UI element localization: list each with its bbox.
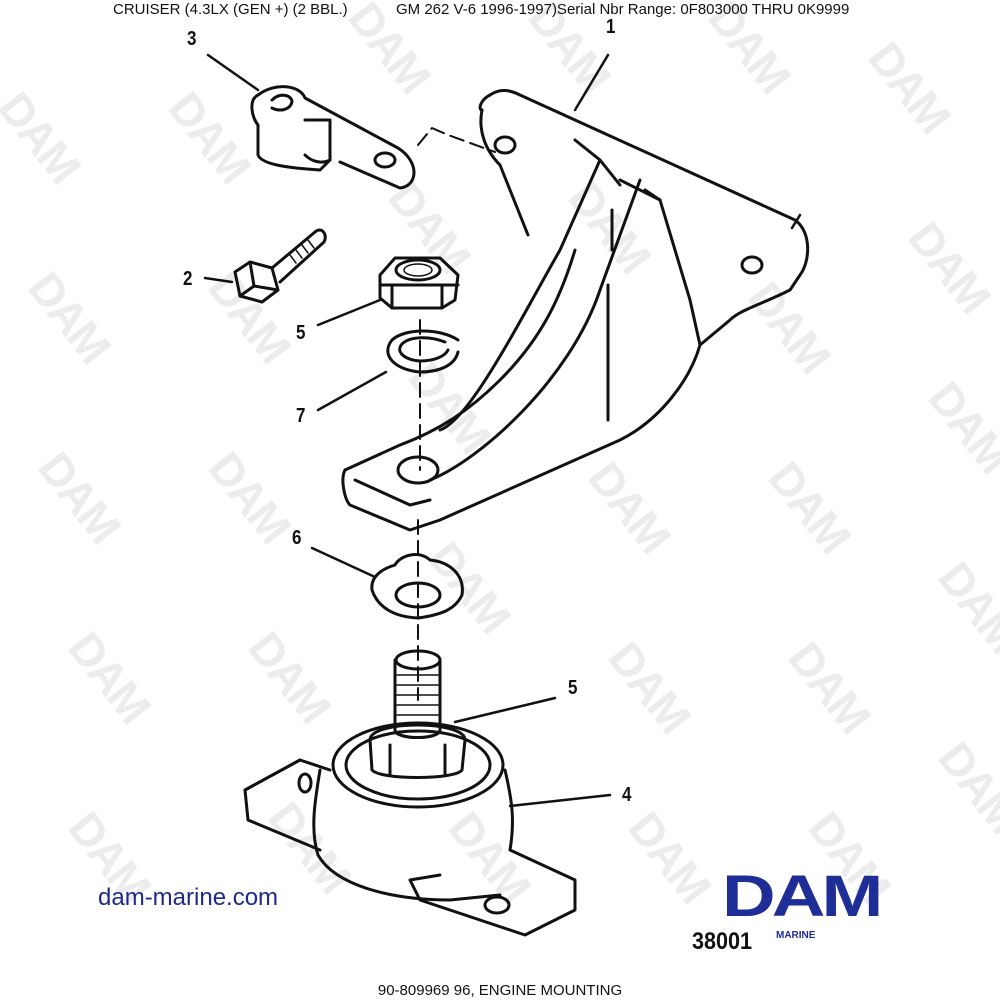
- logo-wordmark: DAM: [722, 864, 883, 929]
- callout-2[interactable]: 2: [183, 268, 193, 290]
- part-5-hex-nut-upper: [378, 256, 460, 310]
- figure-number: 38001: [692, 928, 753, 955]
- part-6-tab-washer: [370, 553, 464, 620]
- callout-5-lower[interactable]: 5: [568, 677, 578, 699]
- callout-6[interactable]: 6: [292, 527, 302, 549]
- part-4-rubber-mount: [243, 649, 577, 937]
- model-title: CRUISER (4.3LX (GEN +) (2 BBL.): [113, 1, 348, 18]
- website-link[interactable]: dam-marine.com: [98, 884, 279, 911]
- callout-7[interactable]: 7: [296, 405, 306, 427]
- callout-1[interactable]: 1: [606, 16, 616, 38]
- callout-5-upper[interactable]: 5: [296, 322, 306, 344]
- part-1-bracket: [341, 89, 810, 532]
- callout-4[interactable]: 4: [622, 784, 632, 806]
- leader-lines: [203, 53, 802, 808]
- assembly-centerlines: [417, 127, 496, 701]
- part-7-lock-washer: [386, 329, 460, 374]
- part-2-hex-bolt: [233, 228, 327, 304]
- engine-serial-range: GM 262 V-6 1996-1997)Serial Nbr Range: 0…: [396, 1, 850, 18]
- diagram-caption: 90-809969 96, ENGINE MOUNTING: [377, 982, 623, 999]
- logo-subtext: MARINE: [776, 930, 816, 941]
- part-3-clamp: [250, 85, 416, 190]
- dam-marine-logo: DAM MARINE: [722, 868, 883, 942]
- callout-3[interactable]: 3: [187, 28, 197, 50]
